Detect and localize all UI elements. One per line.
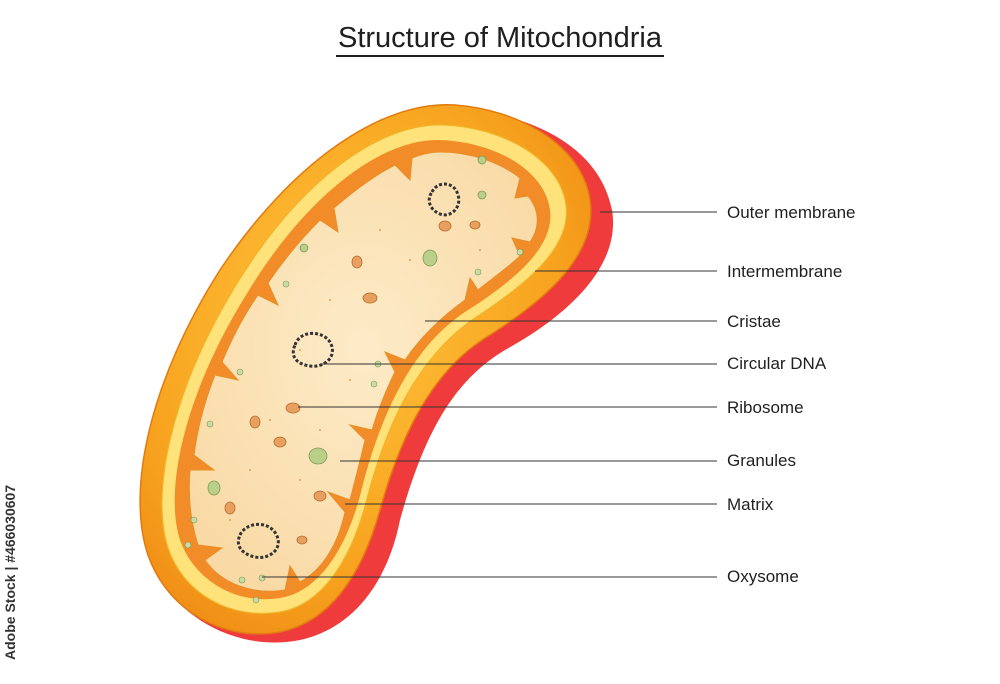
granule-shapes <box>207 155 487 496</box>
title-text: Structure of Mitochondria <box>336 22 664 57</box>
label-outer-membrane: Outer membrane <box>727 203 856 222</box>
label-granules: Granules <box>727 451 796 470</box>
diagram-title: Structure of Mitochondria <box>0 22 1000 57</box>
label-intermembrane: Intermembrane <box>727 262 843 281</box>
label-matrix: Matrix <box>727 495 774 514</box>
matrix-speckles <box>229 214 481 521</box>
circular-dna-2 <box>291 331 334 368</box>
circular-dna-3 <box>236 522 280 559</box>
leader-lines <box>262 211 717 578</box>
circular-dna-1 <box>427 182 461 217</box>
stock-watermark: Adobe Stock | #466030607 <box>2 484 18 660</box>
label-circular-dna: Circular DNA <box>727 354 827 373</box>
matrix-shape <box>188 151 538 592</box>
oxysome-shapes <box>184 248 524 604</box>
label-cristae: Cristae <box>727 312 781 331</box>
label-ribosome: Ribosome <box>727 398 804 417</box>
ribosome-shapes <box>224 220 481 545</box>
circular-dna-shapes <box>236 182 461 559</box>
label-oxysome: Oxysome <box>727 567 799 586</box>
